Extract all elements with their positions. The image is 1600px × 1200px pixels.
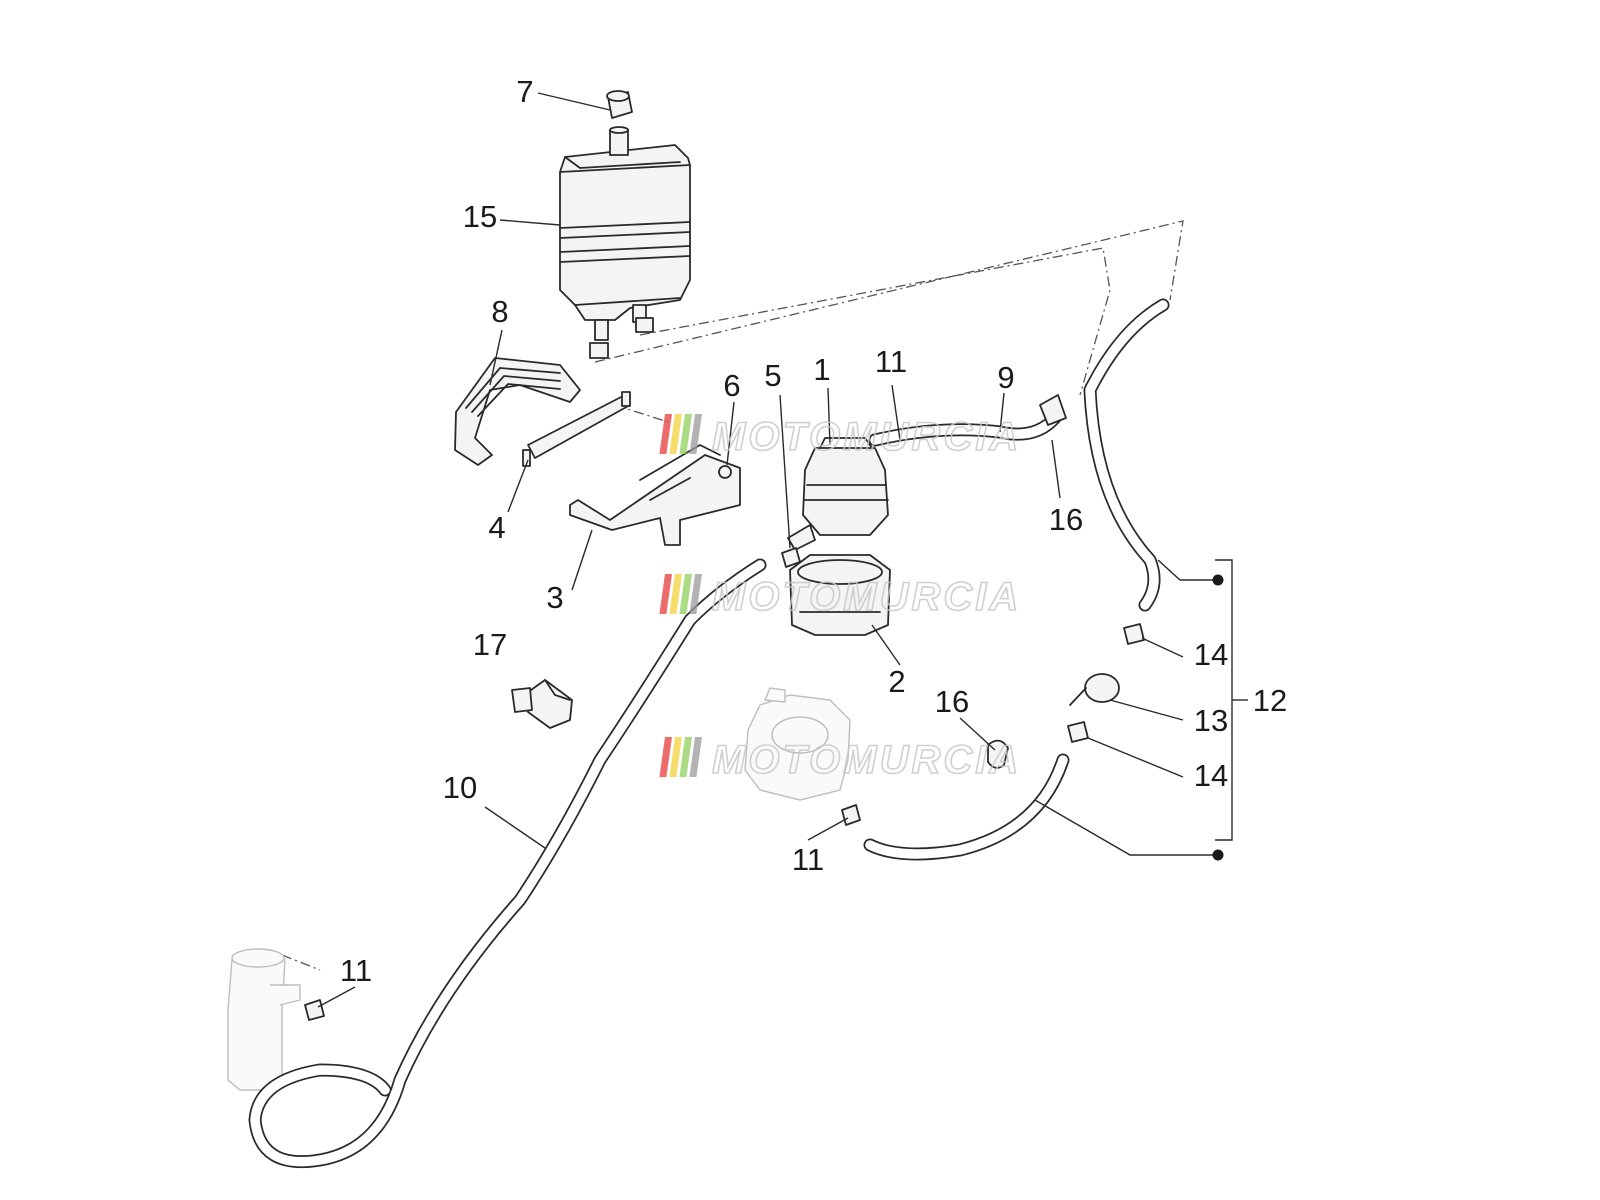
watermark-top: MOTOMURCIA <box>659 414 1021 460</box>
cap-part-7 <box>606 90 633 119</box>
group-bracket-12 <box>1034 559 1248 861</box>
watermark-stripe <box>669 737 682 777</box>
callout-1: 1 <box>813 352 830 387</box>
strap-part-8 <box>454 357 581 466</box>
watermark-stripe <box>689 737 702 777</box>
clamp-part-2 <box>789 554 891 636</box>
hose-part-9 <box>868 394 1067 447</box>
watermark-stripe <box>689 414 702 454</box>
callout-17: 17 <box>473 627 507 662</box>
watermark-stripe <box>669 574 682 614</box>
callout-16-top: 16 <box>1049 502 1083 537</box>
callout-8: 8 <box>491 294 508 329</box>
callout-11-mid: 11 <box>792 842 824 877</box>
clip-part-11-mid <box>841 804 861 826</box>
watermark-text-bottom: MOTOMURCIA <box>712 738 1021 782</box>
callout-14-bottom: 14 <box>1194 758 1228 793</box>
callout-4: 4 <box>488 510 505 545</box>
hose-right-vertical <box>1083 298 1170 612</box>
callout-labels: 7 15 8 4 3 6 5 1 11 9 16 2 17 16 14 12 1… <box>340 74 1287 988</box>
rod-part-4 <box>522 391 631 467</box>
leader-lines <box>317 92 1184 1008</box>
callout-11-top: 11 <box>875 344 907 379</box>
watermark-stripe <box>689 574 702 614</box>
callout-7: 7 <box>516 74 533 109</box>
callout-3: 3 <box>546 580 563 615</box>
watermark-stripe <box>659 737 672 777</box>
callout-10: 10 <box>443 770 477 805</box>
watermark-stripe <box>669 414 682 454</box>
watermark-text-middle: MOTOMURCIA <box>712 575 1021 619</box>
throttle-body-ghost <box>744 687 851 801</box>
callout-12: 12 <box>1253 683 1287 718</box>
filter-part-1 <box>787 437 889 551</box>
callout-9: 9 <box>997 360 1014 395</box>
callout-6: 6 <box>723 368 740 403</box>
hose-part-10 <box>248 558 767 1169</box>
dot-marker-upper <box>1212 574 1224 586</box>
clip-part-5 <box>781 547 801 568</box>
fitting-part-14-top <box>1123 623 1145 645</box>
intake-elbow-ghost <box>227 948 301 1091</box>
watermark-stripe <box>659 414 672 454</box>
callout-11-bottom: 11 <box>340 953 372 988</box>
callout-5: 5 <box>764 358 781 393</box>
watermark-middle: MOTOMURCIA <box>659 574 1021 620</box>
watermark-stripe <box>679 737 692 777</box>
hose-lower-right <box>863 753 1070 861</box>
callout-16-mid: 16 <box>935 684 969 719</box>
filter-part-13 <box>1069 673 1120 706</box>
callout-14-top: 14 <box>1194 637 1228 672</box>
bracket-part-3 <box>569 444 741 546</box>
watermark-stripe <box>659 574 672 614</box>
clip-part-11-bottom <box>304 999 325 1021</box>
watermark-text-top: MOTOMURCIA <box>712 415 1021 459</box>
watermark-stripe <box>679 414 692 454</box>
callout-15: 15 <box>463 199 497 234</box>
dot-marker-lower <box>1212 849 1224 861</box>
watermark-stripe <box>679 574 692 614</box>
valve-part-17 <box>511 679 573 729</box>
callout-13: 13 <box>1194 703 1228 738</box>
callout-2: 2 <box>888 664 905 699</box>
watermark-bottom: MOTOMURCIA <box>659 737 1021 783</box>
canister-part-15 <box>559 126 691 359</box>
fitting-part-14-bottom <box>1067 721 1089 743</box>
